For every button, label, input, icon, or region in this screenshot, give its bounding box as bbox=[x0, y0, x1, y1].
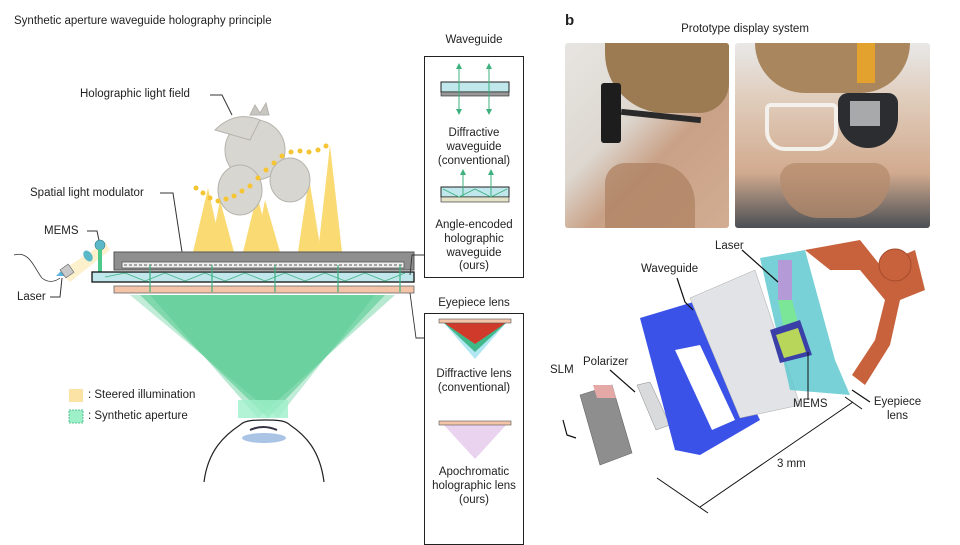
leader-slm bbox=[562, 419, 577, 439]
frame-mount bbox=[878, 248, 912, 282]
scale-bar bbox=[656, 396, 863, 514]
panel-a-title: Synthetic aperture waveguide holography … bbox=[14, 15, 272, 27]
waveguide-comparison-box: Diffractive waveguide (conventional) Ang… bbox=[424, 56, 524, 278]
conventional-waveguide-label: Diffractive waveguide (conventional) bbox=[437, 127, 511, 167]
eye-lens bbox=[242, 433, 286, 443]
label-laser: Laser bbox=[17, 291, 46, 303]
leader-laser bbox=[741, 249, 779, 283]
eye-cornea bbox=[249, 426, 278, 431]
illumination-cone bbox=[298, 178, 321, 252]
leader-waveguide bbox=[676, 277, 694, 311]
label-b-laser: Laser bbox=[715, 240, 744, 252]
callout-waveguide bbox=[409, 254, 424, 276]
light-field-dots bbox=[193, 143, 329, 204]
diffractive-lens-label: Diffractive lens (conventional) bbox=[436, 368, 512, 394]
eyebox-housing-part bbox=[640, 300, 760, 455]
conventional-waveguide-icon bbox=[440, 63, 510, 115]
label-b-scale: 3 mm bbox=[777, 458, 806, 470]
synthetic-aperture-cone bbox=[130, 295, 395, 418]
slm-pixel-layer bbox=[121, 261, 405, 269]
legend-swatch-steered bbox=[69, 389, 83, 402]
leader-line bbox=[210, 94, 233, 116]
laser-body-icon bbox=[59, 263, 75, 279]
waveguide bbox=[91, 271, 415, 283]
illumination-cone bbox=[210, 200, 234, 252]
slm-plate bbox=[850, 101, 880, 126]
illumination-cone bbox=[318, 145, 342, 252]
hair bbox=[755, 43, 910, 93]
eyepiece-lens bbox=[113, 285, 415, 294]
holographic-lens-icon bbox=[438, 420, 512, 459]
panel-b-letter: b bbox=[565, 12, 575, 29]
legend-synthetic-aperture: : Synthetic aperture bbox=[88, 410, 188, 422]
holographic-waveguide-icon bbox=[440, 169, 510, 203]
display-module bbox=[601, 83, 621, 143]
leader-line bbox=[160, 192, 183, 253]
eye-outline bbox=[203, 419, 325, 483]
label-b-polarizer: Polarizer bbox=[583, 356, 629, 368]
callout-eyepiece bbox=[409, 292, 424, 339]
eyepiece-box-title: Eyepiece lens bbox=[438, 297, 510, 309]
waveguide-outcoupling-arrows bbox=[149, 265, 401, 292]
side-profile-photo bbox=[565, 43, 729, 228]
waveguide-part bbox=[689, 269, 801, 419]
label-b-slm: SLM bbox=[550, 364, 574, 376]
slm-chip bbox=[593, 385, 616, 398]
laser-part bbox=[778, 260, 792, 300]
label-b-eyepiece-lens: Eyepiece lens bbox=[873, 396, 922, 422]
diffractive-lens-icon bbox=[438, 318, 512, 359]
leader-eyepiece bbox=[851, 389, 871, 403]
legend-swatch-aperture bbox=[68, 409, 84, 424]
label-b-mems: MEMS bbox=[793, 398, 828, 410]
eyepiece-comparison-box: Diffractive lens (conventional) Apochrom… bbox=[424, 313, 524, 545]
holographic-lens-label: Apochromatic holographic lens (ours) bbox=[432, 466, 516, 506]
fiber-line bbox=[13, 253, 61, 282]
label-holographic-light-field: Holographic light field bbox=[80, 88, 190, 100]
label-spatial-light-modulator: Spatial light modulator bbox=[30, 187, 144, 199]
waveguide-box-title: Waveguide bbox=[445, 34, 503, 46]
panel-b-title: Prototype display system bbox=[681, 23, 809, 35]
beard bbox=[780, 163, 890, 218]
lens-icon bbox=[83, 250, 93, 262]
beard bbox=[605, 163, 695, 228]
aperture-box bbox=[238, 400, 288, 418]
leader-line bbox=[50, 277, 63, 298]
illumination-cone bbox=[255, 200, 280, 252]
label-mems: MEMS bbox=[44, 225, 79, 237]
front-view-photo bbox=[735, 43, 930, 228]
legend-steered-illumination: : Steered illumination bbox=[88, 389, 196, 401]
label-b-waveguide: Waveguide bbox=[641, 263, 699, 275]
steered-illumination-cones bbox=[193, 145, 342, 252]
glasses-frame bbox=[765, 103, 838, 151]
dragon-hologram bbox=[214, 101, 311, 216]
flex-cable bbox=[857, 43, 875, 83]
leader-polarizer bbox=[609, 369, 636, 393]
holographic-waveguide-label: Angle-encoded holographic waveguide (our… bbox=[435, 219, 513, 273]
beam-down bbox=[98, 249, 102, 273]
